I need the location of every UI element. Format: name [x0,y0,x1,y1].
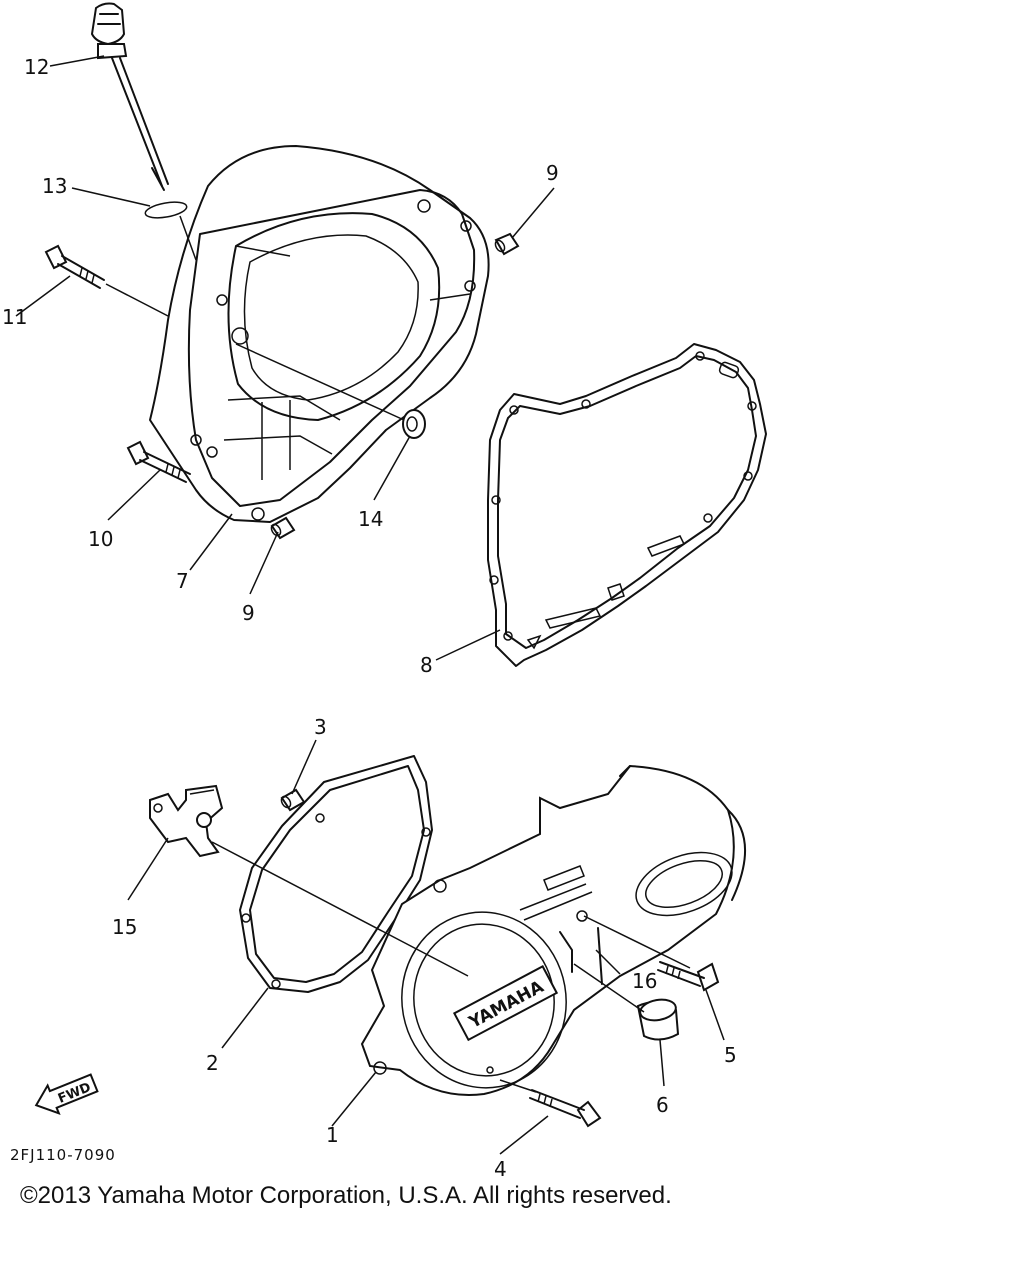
callout-1: 1 [326,1123,339,1147]
drawing-code: 2FJ110-7090 [10,1146,116,1164]
leader-lines [15,55,725,1155]
part-2-gasket [239,755,433,993]
part-6-plug [636,998,680,1041]
fwd-arrow-icon: FWD [34,1073,99,1116]
callout-5: 5 [724,1043,737,1067]
callout-10: 10 [88,527,113,551]
callout-7: 7 [176,569,189,593]
callout-8: 8 [420,653,433,677]
part-14-oil-seal [402,409,426,439]
part-7-crankcase-cover [149,145,490,523]
callout-6: 6 [656,1093,669,1117]
part-12-dipstick [90,2,169,191]
part-15-bracket [149,784,224,858]
callout-16: 16 [632,969,657,993]
callout-2: 2 [206,1051,219,1075]
part-13-o-ring [144,201,188,219]
callout-labels: 12 13 9 11 14 10 7 9 8 3 15 16 2 5 6 1 4 [2,55,737,1181]
part-8-gasket [487,343,767,667]
callout-11: 11 [2,305,27,329]
copyright-notice: ©2013 Yamaha Motor Corporation, U.S.A. A… [20,1182,672,1209]
callout-3: 3 [314,715,327,739]
part-1-crankcase-cover: YAMAHA [360,764,747,1096]
callout-9-lower: 9 [242,601,255,625]
callout-4: 4 [494,1157,507,1181]
callout-15: 15 [112,915,137,939]
callout-14: 14 [358,507,383,531]
callout-9-upper: 9 [546,161,559,185]
part-10-bolt [126,440,191,483]
part-11-bolt [44,244,105,289]
callout-12: 12 [24,55,49,79]
part-4-bolt [529,1089,602,1128]
part-9-dowel-pin-upper [494,232,520,256]
part-5-bolt [657,961,720,992]
callout-13: 13 [42,174,67,198]
